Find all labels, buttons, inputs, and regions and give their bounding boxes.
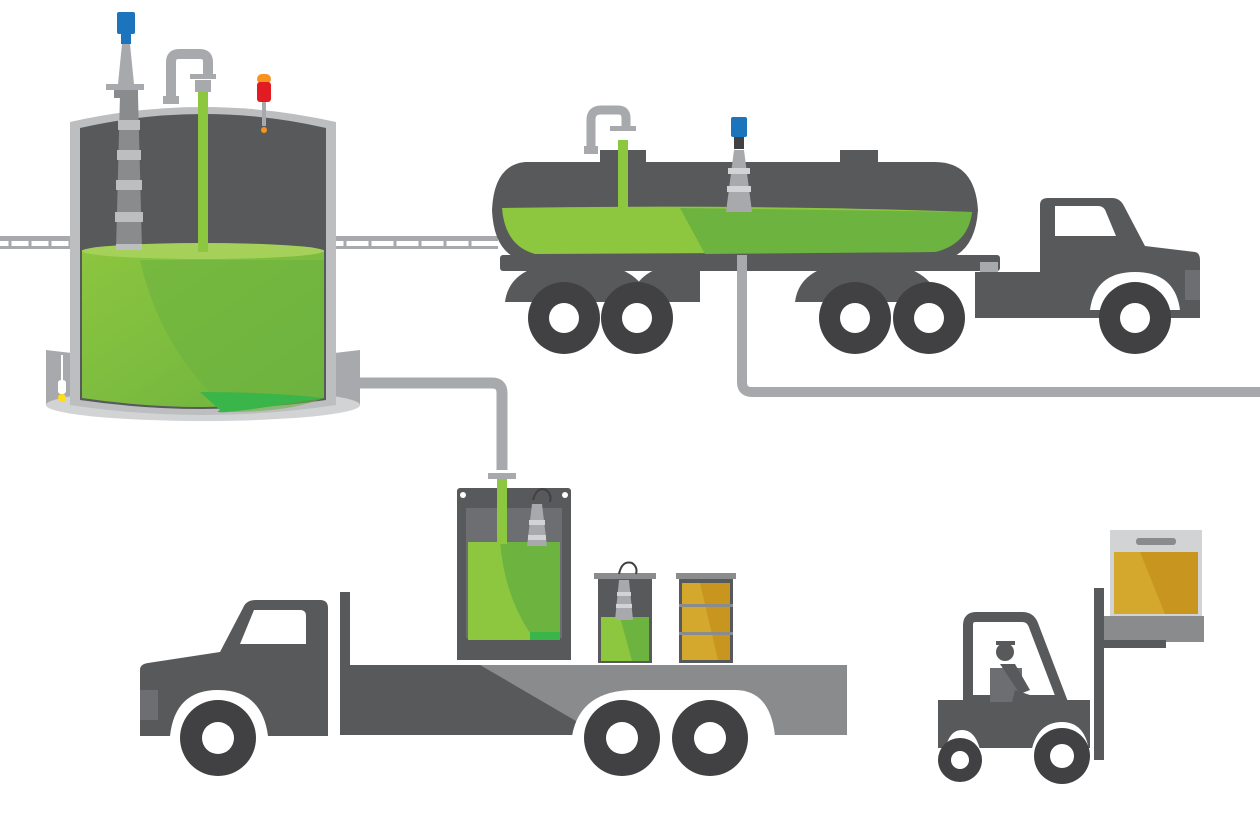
tote-icon: [457, 473, 571, 660]
forklift-wheels: [938, 728, 1090, 784]
radar-sensor-icon: [106, 12, 144, 98]
storage-tank: [46, 92, 360, 421]
tanker-wheels: [528, 282, 1171, 354]
float-switch-icon: [58, 355, 66, 402]
drum-icon-sensor: [594, 561, 656, 663]
forklift-tote: [1104, 530, 1204, 642]
beacon-icon: [257, 74, 271, 133]
drum-icon-amber: [676, 573, 736, 663]
flatbed-wheels: [180, 700, 748, 776]
catwalk-rail-right: [328, 236, 498, 249]
transfer-pipe: [360, 377, 508, 470]
pipe-icon: [163, 49, 216, 104]
